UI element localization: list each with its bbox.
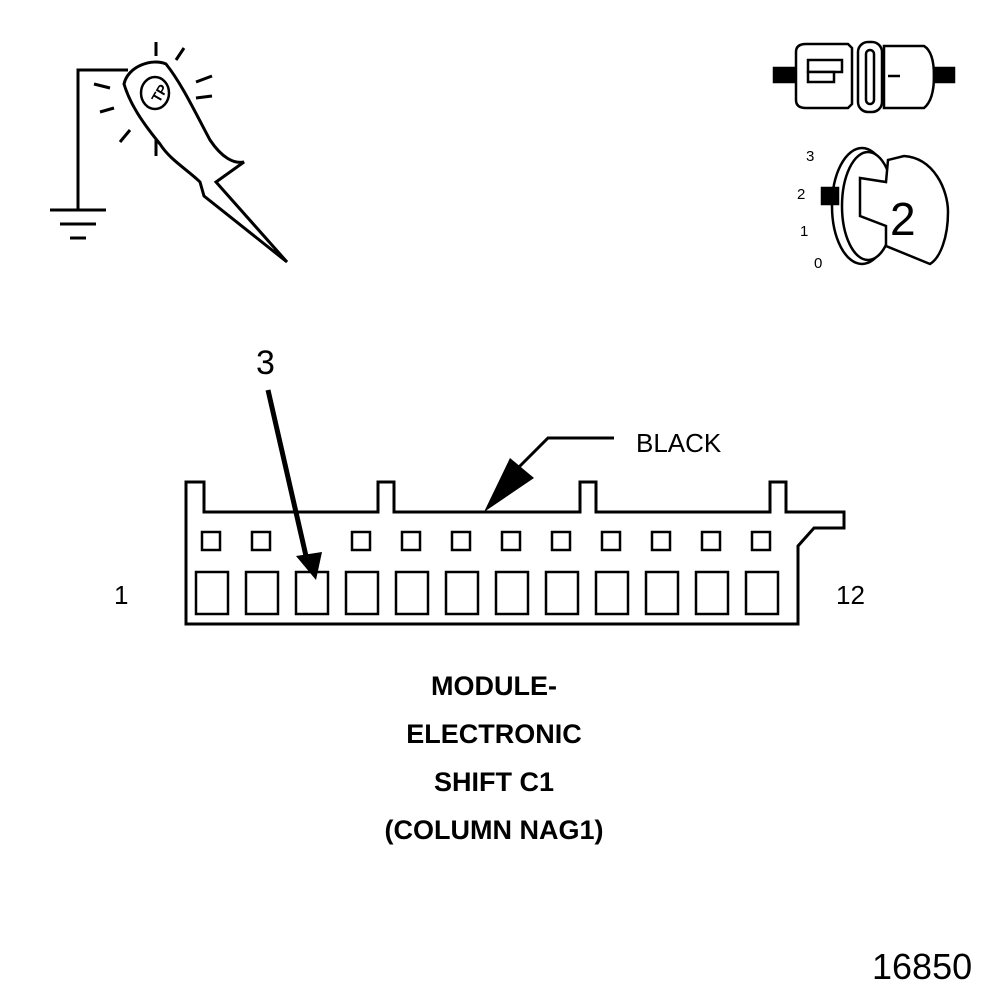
figure-number: 16850 <box>872 946 973 987</box>
pin-number-last: 12 <box>836 580 865 610</box>
title-line: MODULE- <box>431 671 557 701</box>
lower-pin-row <box>194 570 780 616</box>
title-line: (COLUMN NAG1) <box>384 815 604 845</box>
title-line: SHIFT C1 <box>433 767 554 797</box>
svg-text:TP: TP <box>148 82 171 105</box>
test-probe-icon: TP <box>50 42 289 264</box>
connector-face-diagram <box>184 480 846 626</box>
callout-pin-number: 3 <box>256 344 275 382</box>
pin-callout-arrow <box>265 389 322 580</box>
key-position-3: 3 <box>806 148 815 165</box>
connector-title: MODULE- ELECTRONIC SHIFT C1 (COLUMN NAG1… <box>294 662 694 854</box>
upper-pin-row <box>200 530 772 552</box>
key-position-2: 2 <box>797 186 806 203</box>
pin-number-first: 1 <box>114 580 129 610</box>
wire-color-leader <box>484 436 614 512</box>
wire-color-label: BLACK <box>636 428 722 458</box>
key-current-position: 2 <box>890 193 916 245</box>
ignition-key-icon <box>820 146 950 266</box>
title-line: ELECTRONIC <box>406 719 582 749</box>
key-position-0: 0 <box>814 255 823 272</box>
key-position-1: 1 <box>800 223 809 240</box>
disconnected-connector-icon <box>772 40 956 114</box>
